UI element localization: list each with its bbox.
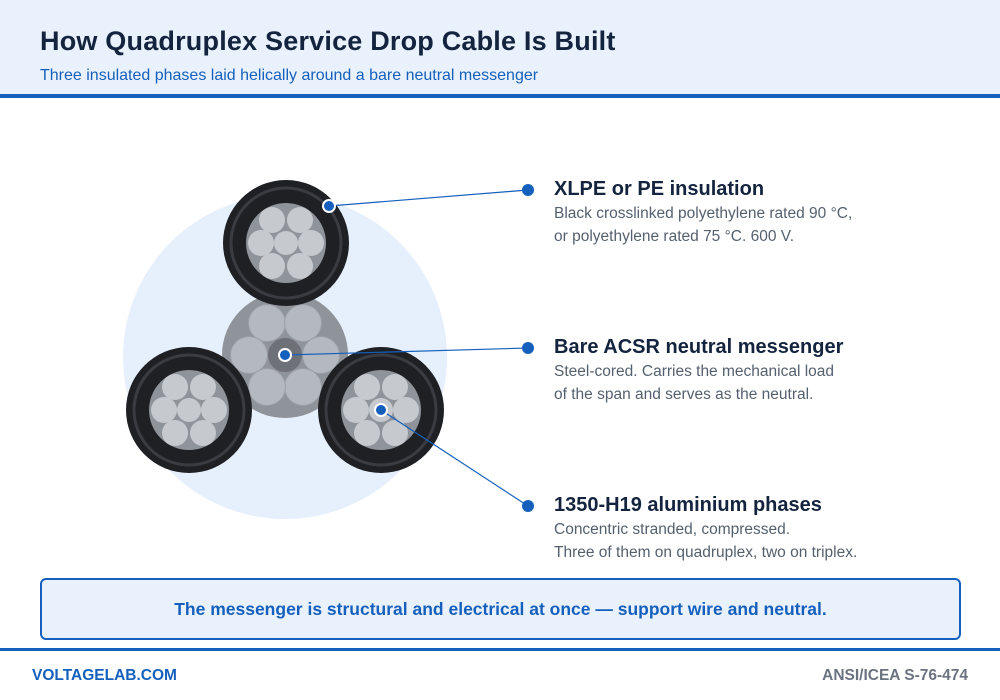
label-insulation: XLPE or PE insulation Black crosslinked … [554,176,852,248]
label-phases: 1350-H19 aluminium phases Concentric str… [554,492,857,564]
leader-line-insulation [328,189,529,207]
label-dot-messenger [522,342,534,354]
page-subtitle: Three insulated phases laid helically ar… [40,67,539,84]
footer-divider [0,648,1000,651]
label-messenger-desc-line-2: of the span and serves as the neutral. [554,386,814,403]
leader-line-messenger [284,347,529,356]
footer-standard-reference: ANSI/ICEA S-76-474 [822,667,968,684]
label-messenger-title: Bare ACSR neutral messenger [554,336,844,358]
label-dot-phases [522,500,534,512]
page-title: How Quadruplex Service Drop Cable Is Bui… [40,26,616,56]
header-band: How Quadruplex Service Drop Cable Is Bui… [0,0,1000,98]
footer-brand-link[interactable]: VOLTAGELAB.COM [32,667,177,684]
label-phases-desc-line-1: Concentric stranded, compressed. [554,521,791,538]
label-dot-insulation [522,184,534,196]
leader-line-phases [380,409,529,507]
label-insulation-desc-line-2: or polyethylene rated 75 °C. 600 V. [554,228,795,245]
label-phases-title: 1350-H19 aluminium phases [554,494,822,516]
label-messenger-desc-line-1: Steel-cored. Carries the mechanical load [554,363,834,380]
anchor-dot-insulation [322,199,336,213]
label-phases-desc-line-2: Three of them on quadruplex, two on trip… [554,544,858,561]
anchor-dot-messenger [278,348,292,362]
label-insulation-title: XLPE or PE insulation [554,178,765,200]
label-insulation-desc-line-1: Black crosslinked polyethylene rated 90 … [554,205,853,222]
callout-text: The messenger is structural and electric… [174,598,827,619]
key-takeaway-callout: The messenger is structural and electric… [40,578,961,640]
phase-conductor-top [223,180,349,306]
label-messenger: Bare ACSR neutral messenger Steel-cored.… [554,334,843,406]
phase-conductor-left [126,347,252,473]
anchor-dot-phases [374,403,388,417]
